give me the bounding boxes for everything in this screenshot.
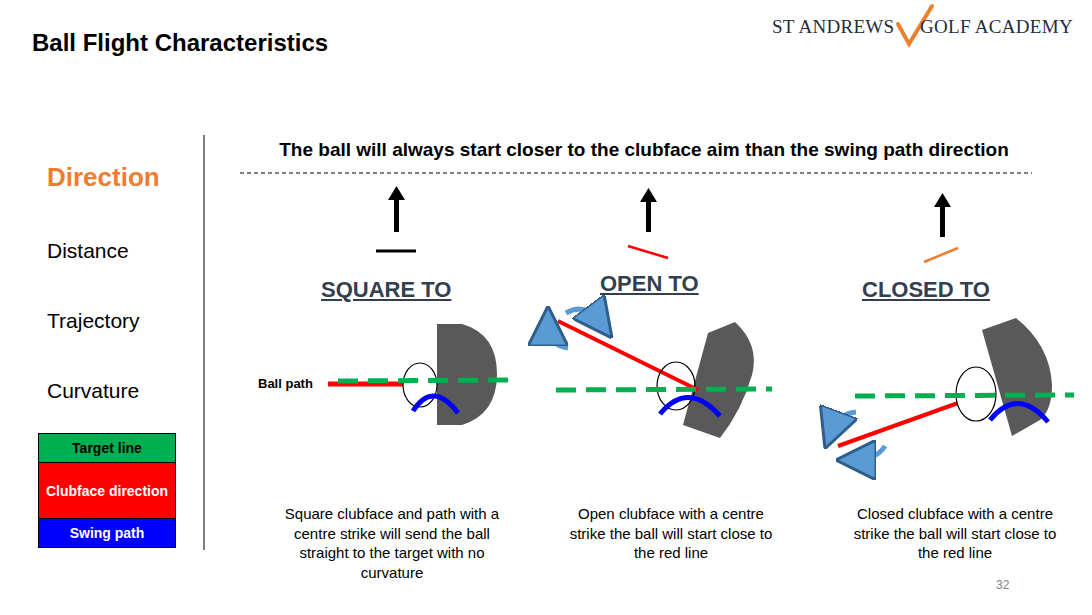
ball-path-label: Ball path bbox=[258, 376, 313, 391]
caption: Square clubface and path with a centre s… bbox=[276, 504, 508, 582]
legend-text: Target line bbox=[72, 440, 142, 456]
open-face bbox=[628, 246, 668, 258]
slide-title: Ball Flight Characteristics bbox=[32, 29, 328, 57]
dashed-rule bbox=[240, 173, 1032, 174]
section-heading: CLOSED TO bbox=[862, 277, 990, 303]
menu-item: Curvature bbox=[47, 379, 139, 403]
logo-text: ST ANDREWS bbox=[772, 16, 894, 38]
closed-face bbox=[924, 248, 958, 262]
menu-item: Trajectory bbox=[47, 309, 140, 333]
caption: Open clubface with a centre strike the b… bbox=[566, 504, 776, 563]
legend-text: Swing path bbox=[70, 525, 145, 541]
open-diagram bbox=[548, 309, 772, 438]
closed-diagram bbox=[832, 318, 1074, 460]
page-number: 32 bbox=[996, 578, 1009, 592]
caption: Closed clubface with a centre strike the… bbox=[850, 504, 1060, 563]
square-face bbox=[376, 250, 416, 253]
section-heading: OPEN TO bbox=[600, 271, 699, 297]
menu-item: Distance bbox=[47, 239, 129, 263]
legend-text: Clubface direction bbox=[46, 483, 168, 499]
menu-item-active: Direction bbox=[47, 162, 160, 193]
statement: The ball will always start closer to the… bbox=[236, 139, 1052, 161]
target-arrows bbox=[388, 186, 951, 237]
legend: Target lineClubface directionSwing path bbox=[38, 433, 176, 548]
legend-swatch: Target line bbox=[39, 434, 175, 463]
logo-text: GOLF ACADEMY bbox=[920, 16, 1073, 38]
square-diagram bbox=[328, 324, 508, 425]
section-heading: SQUARE TO bbox=[321, 277, 451, 303]
legend-swatch: Clubface direction bbox=[39, 463, 175, 519]
legend-swatch: Swing path bbox=[39, 519, 175, 547]
divider bbox=[204, 135, 205, 550]
